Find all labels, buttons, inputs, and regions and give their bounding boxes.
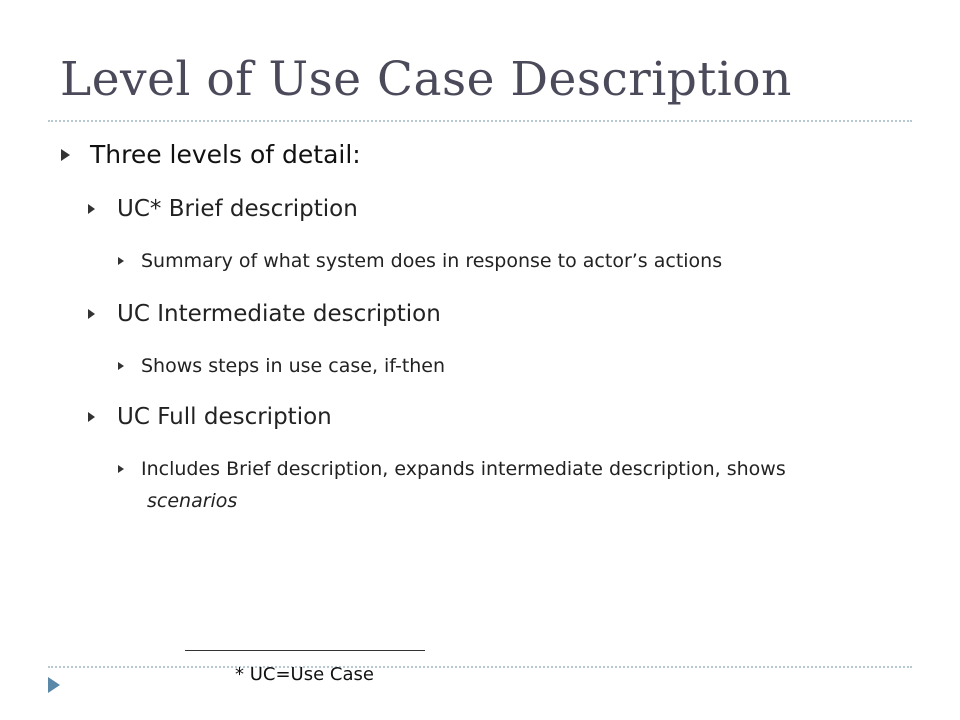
bullet-brief-detail: Summary of what system does in response …: [118, 250, 722, 272]
bullet-triangle-icon: [61, 148, 70, 161]
footer-divider: [48, 666, 912, 668]
bullet-intermediate-detail: Shows steps in use case, if-then: [118, 355, 445, 377]
footnote: * UC=Use Case: [235, 664, 374, 685]
bullet-text: UC* Brief description: [117, 196, 358, 222]
bullet-triangle-icon: [88, 204, 95, 214]
bullet-brief: UC* Brief description: [88, 196, 358, 222]
bullet-triangle-icon: [118, 465, 124, 473]
bullet-triangle-icon: [88, 412, 95, 422]
bullet-text: Three levels of detail:: [90, 140, 361, 169]
bullet-triangle-icon: [118, 362, 124, 370]
bullet-text: Summary of what system does in response …: [141, 250, 723, 272]
corner-triangle-icon: [48, 677, 60, 693]
bullet-levels: Three levels of detail:: [60, 140, 361, 169]
bullet-full-detail: Includes Brief description, expands inte…: [118, 458, 786, 480]
slide-title: Level of Use Case Description: [60, 52, 792, 107]
bullet-full-detail-continued: scenarios: [147, 490, 238, 512]
bullet-text: UC Full description: [117, 404, 332, 430]
bullet-triangle-icon: [118, 257, 124, 265]
bullet-text: Includes Brief description, expands inte…: [141, 458, 786, 480]
bullet-text: UC Intermediate description: [117, 301, 441, 327]
bullet-intermediate: UC Intermediate description: [88, 301, 441, 327]
bullet-triangle-icon: [88, 309, 95, 319]
bullet-full: UC Full description: [88, 404, 332, 430]
bullet-text: Shows steps in use case, if-then: [141, 355, 446, 377]
title-divider: [48, 120, 912, 122]
footnote-separator: [185, 650, 425, 651]
